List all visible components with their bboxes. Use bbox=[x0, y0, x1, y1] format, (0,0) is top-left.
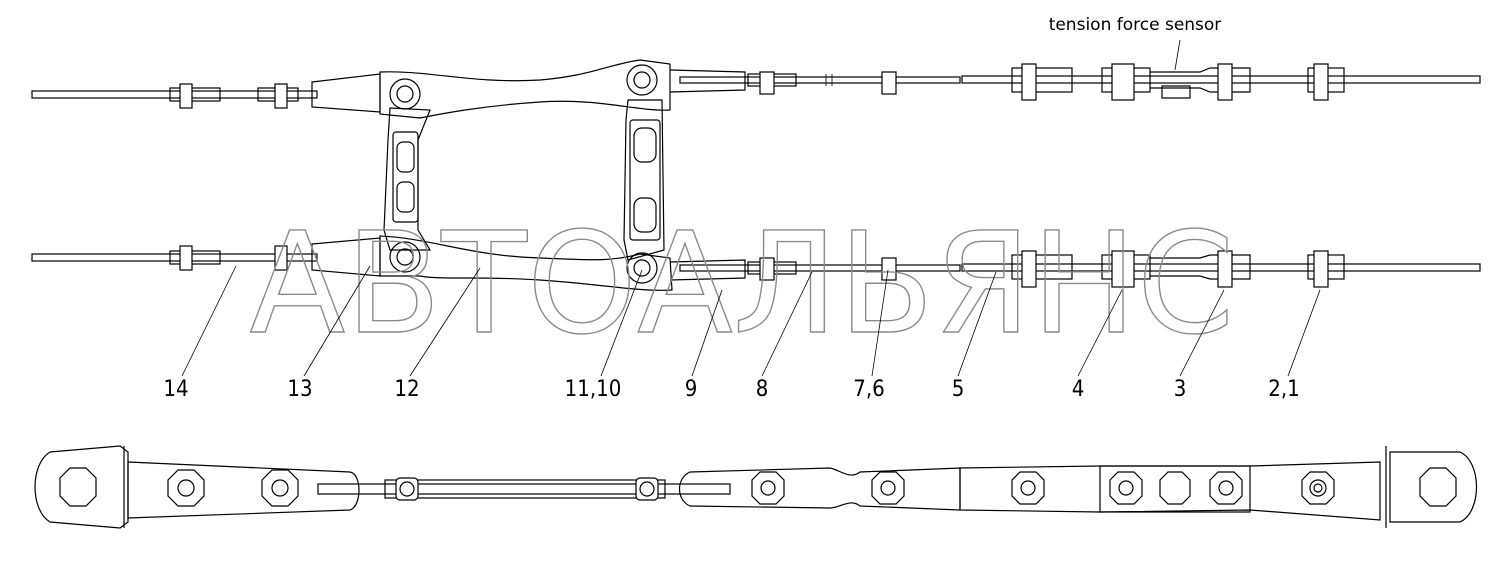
callout-5: 5 bbox=[952, 377, 965, 402]
callout-7-6: 7,6 bbox=[853, 377, 884, 402]
callout-14: 14 bbox=[163, 377, 188, 402]
callout-4: 4 bbox=[1072, 377, 1085, 402]
callout-9: 9 bbox=[685, 377, 698, 402]
leader-lines bbox=[181, 265, 1321, 377]
callout-3: 3 bbox=[1174, 377, 1187, 402]
callout-8: 8 bbox=[756, 377, 769, 402]
watermark-text: АВТОАЛЬЯНС bbox=[250, 203, 1235, 366]
upper-chain bbox=[31, 39, 1481, 119]
callout-11-10: 11,10 bbox=[565, 377, 622, 402]
callout-2-1: 2,1 bbox=[1268, 377, 1299, 402]
callout-12: 12 bbox=[394, 377, 419, 402]
callout-13: 13 bbox=[287, 377, 312, 402]
plan-view bbox=[34, 445, 1478, 529]
lower-chain bbox=[31, 235, 1481, 291]
callouts: 14 13 12 11,10 9 8 7,6 5 4 3 2,1 bbox=[163, 377, 1299, 402]
sensor-label: tension force sensor bbox=[1049, 15, 1222, 35]
vertical-links bbox=[383, 99, 665, 261]
